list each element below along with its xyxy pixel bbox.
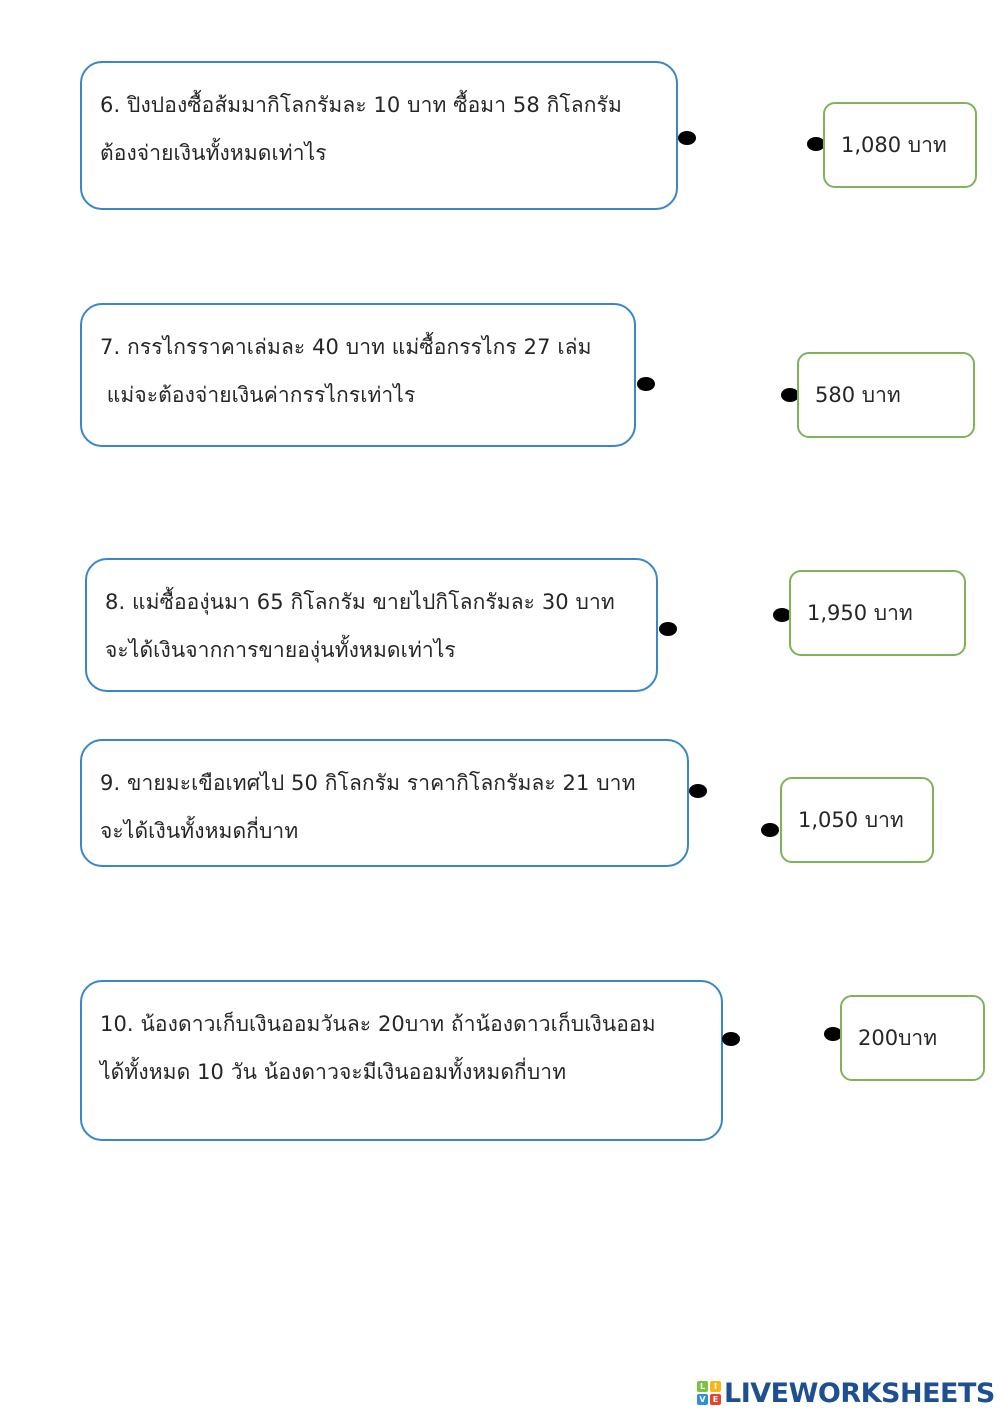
liveworksheets-logo: L I V E LIVEWORKSHEETS	[697, 1377, 995, 1409]
logo-letter-l: L	[697, 1381, 708, 1392]
logo-text: LIVEWORKSHEETS	[724, 1377, 995, 1409]
question-connector-dot-9[interactable]	[689, 784, 707, 798]
answer-text: 580 บาท	[815, 382, 901, 407]
answer-connector-dot-1080[interactable]	[807, 137, 825, 151]
question-connector-dot-10[interactable]	[722, 1032, 740, 1046]
logo-letter-i: I	[710, 1381, 721, 1392]
answer-box-1950: 1,950 บาท	[789, 570, 966, 656]
question-connector-dot-6[interactable]	[678, 131, 696, 145]
answer-connector-dot-1950[interactable]	[773, 608, 791, 622]
question-box-9: 9. ขายมะเขือเทศไป 50 กิโลกรัม ราคากิโลกร…	[80, 739, 689, 867]
answer-text: 200บาท	[858, 1025, 938, 1050]
question-text: 10. น้องดาวเก็บเงินออมวันละ 20บาท ถ้าน้อ…	[100, 1012, 656, 1036]
logo-letter-e: E	[710, 1394, 721, 1405]
logo-letter-v: V	[697, 1394, 708, 1405]
question-box-8: 8. แม่ซื้อองุ่นมา 65 กิโลกรัม ขายไปกิโลก…	[85, 558, 658, 692]
answer-connector-dot-1050[interactable]	[761, 823, 779, 837]
question-text: แม่จะต้องจ่ายเงินค่ากรรไกรเท่าไร	[100, 383, 416, 407]
question-text: 7. กรรไกรราคาเล่มละ 40 บาท แม่ซื้อกรรไกร…	[100, 335, 592, 359]
question-box-7: 7. กรรไกรราคาเล่มละ 40 บาท แม่ซื้อกรรไกร…	[80, 303, 636, 447]
answer-text: 1,080 บาท	[841, 132, 947, 157]
answer-box-200: 200บาท	[840, 995, 985, 1081]
question-text: 9. ขายมะเขือเทศไป 50 กิโลกรัม ราคากิโลกร…	[100, 771, 636, 795]
question-text: 6. ปิงปองซื้อส้มมากิโลกรัมละ 10 บาท ซื้อ…	[100, 93, 622, 117]
answer-box-580: 580 บาท	[797, 352, 975, 438]
question-text: จะได้เงินจากการขายองุ่นทั้งหมดเท่าไร	[105, 638, 456, 662]
answer-connector-dot-580[interactable]	[781, 388, 799, 402]
question-text: 8. แม่ซื้อองุ่นมา 65 กิโลกรัม ขายไปกิโลก…	[105, 590, 615, 614]
question-box-6: 6. ปิงปองซื้อส้มมากิโลกรัมละ 10 บาท ซื้อ…	[80, 61, 678, 210]
question-text: จะได้เงินทั้งหมดกี่บาท	[100, 819, 299, 843]
answer-box-1080: 1,080 บาท	[823, 102, 977, 188]
answer-text: 1,050 บาท	[798, 807, 904, 832]
question-connector-dot-8[interactable]	[659, 622, 677, 636]
logo-letter-grid-icon: L I V E	[697, 1381, 721, 1405]
answer-text: 1,950 บาท	[807, 600, 913, 625]
question-text: ได้ทั้งหมด 10 วัน น้องดาวจะมีเงินออมทั้ง…	[100, 1060, 567, 1084]
question-text: ต้องจ่ายเงินทั้งหมดเท่าไร	[100, 141, 327, 165]
question-box-10: 10. น้องดาวเก็บเงินออมวันละ 20บาท ถ้าน้อ…	[80, 980, 723, 1141]
answer-connector-dot-200[interactable]	[824, 1027, 842, 1041]
question-connector-dot-7[interactable]	[637, 377, 655, 391]
answer-box-1050: 1,050 บาท	[780, 777, 934, 863]
